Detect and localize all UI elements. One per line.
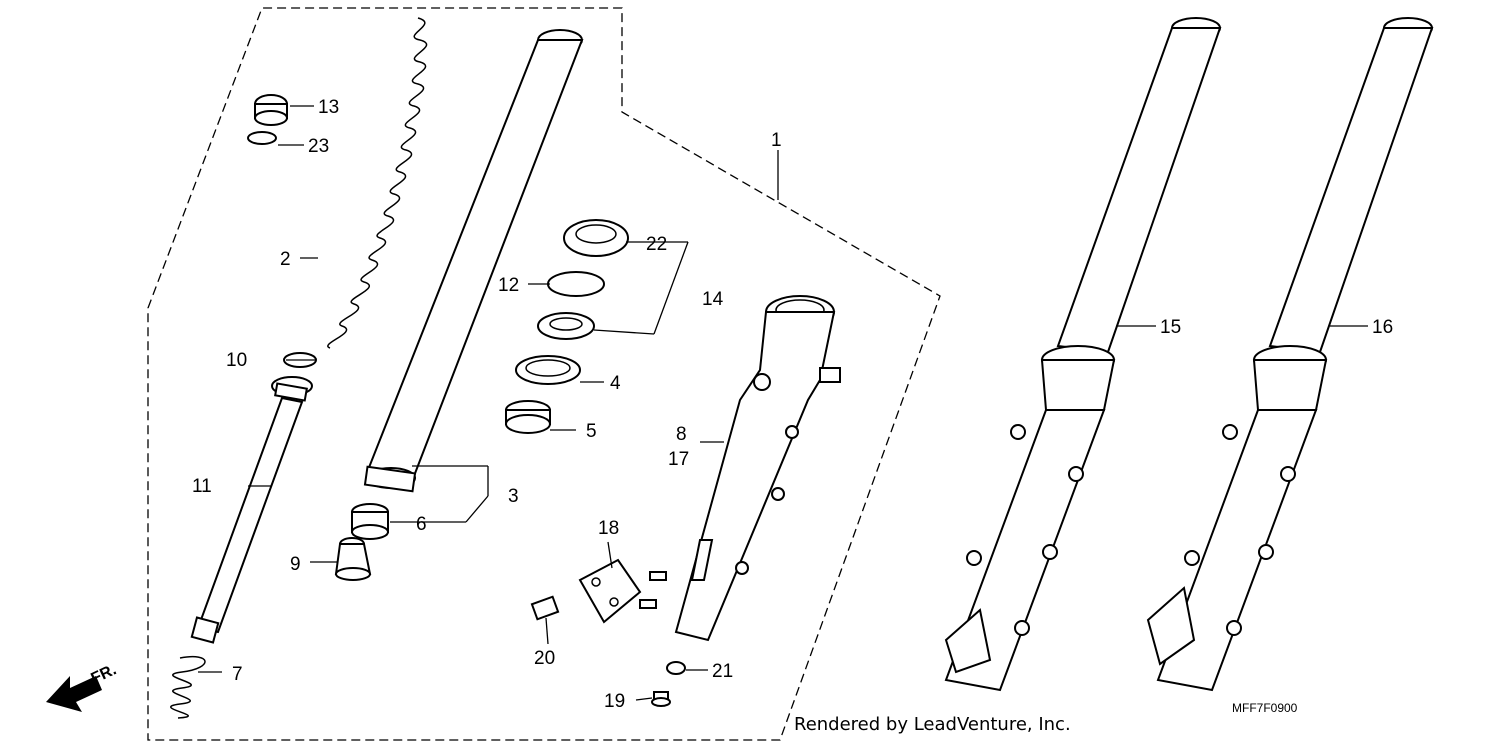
- damper-rod-part: [190, 376, 313, 644]
- callout-13: 13: [318, 97, 339, 118]
- callout-10: 10: [226, 350, 247, 371]
- callout-12: 12: [498, 275, 519, 296]
- callout-20: 20: [534, 648, 555, 669]
- leader-lines: [198, 105, 1368, 701]
- callout-23: 23: [308, 136, 329, 157]
- callout-19: 19: [604, 691, 625, 712]
- fork-tube-part: [363, 29, 584, 493]
- callout-3: 3: [508, 486, 519, 507]
- oil-seal-part: [537, 312, 595, 340]
- callout-9: 9: [290, 554, 301, 575]
- axle-holder-part: [578, 558, 667, 624]
- callout-6: 6: [416, 514, 427, 535]
- callout-4: 4: [610, 373, 621, 394]
- credit-text: Rendered by LeadVenture, Inc.: [794, 714, 1071, 735]
- callout-17: 17: [668, 449, 689, 470]
- callout-14: 14: [702, 289, 724, 310]
- callout-7: 7: [232, 664, 243, 685]
- front-direction-arrow: FR.: [46, 661, 119, 712]
- callout-16: 16: [1372, 317, 1393, 338]
- front-marker-label: FR.: [89, 661, 120, 687]
- holder-nut-part: [530, 595, 560, 621]
- drain-bolt-part: [651, 691, 671, 707]
- slide-bushing-part: [351, 503, 389, 540]
- diagram-code: MFF7F0900: [1232, 701, 1298, 715]
- callout-21: 21: [712, 661, 733, 682]
- rebound-spring-part: [170, 656, 206, 719]
- o-ring-part: [247, 131, 277, 145]
- oil-lock-piece-part: [334, 537, 372, 581]
- callout-11: 11: [192, 476, 212, 497]
- callout-1: 1: [771, 130, 782, 151]
- washer-part: [666, 661, 686, 675]
- back-up-ring-part: [515, 355, 581, 385]
- callout-2: 2: [280, 249, 291, 270]
- callout-8: 8: [676, 424, 687, 445]
- callout-22: 22: [646, 234, 667, 255]
- dust-seal-part: [563, 219, 629, 257]
- fork-assembly-left-part: [1146, 17, 1434, 692]
- callout-18: 18: [598, 518, 619, 539]
- guide-bushing-part: [505, 400, 551, 434]
- fork-spring-part: [327, 17, 428, 349]
- oil-seal-stopper-clip-part: [547, 271, 605, 297]
- callout-5: 5: [586, 421, 597, 442]
- fork-assembly-right-part: [944, 17, 1222, 692]
- assembly-boundary: [147, 7, 941, 741]
- callout-labels: 1 2 3 4 5 6 7 8 9 10 11 12 13 14 15 16 1…: [192, 97, 1393, 712]
- fork-cap-part: [254, 94, 288, 126]
- callout-15: 15: [1160, 317, 1181, 338]
- fork-slider-part: [674, 295, 841, 642]
